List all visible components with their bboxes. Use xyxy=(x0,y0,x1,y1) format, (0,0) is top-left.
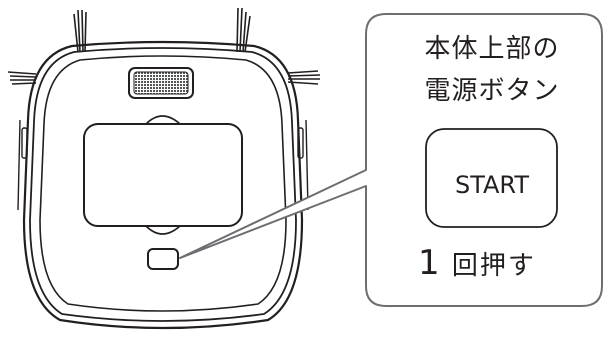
body-rim xyxy=(29,47,297,322)
side-slot-right xyxy=(297,127,304,159)
vent-grille xyxy=(133,71,189,95)
vent-frame xyxy=(128,67,194,99)
press-instruction: 1 回押す xyxy=(418,245,578,284)
side-brush-right xyxy=(287,70,321,85)
callout-title-line-2: 電源ボタン xyxy=(424,76,560,106)
bumper-right-detail xyxy=(305,119,309,211)
press-action-text: 回押す xyxy=(451,251,536,281)
callout-bubble xyxy=(179,13,603,307)
display-panel xyxy=(83,123,243,227)
side-brush-left xyxy=(7,71,37,85)
sensor-bump-top xyxy=(145,115,181,125)
bumper-left-detail xyxy=(17,119,21,211)
body-top-plate xyxy=(39,55,287,312)
callout-title-line-1: 本体上部の xyxy=(424,34,560,64)
start-button-icon xyxy=(425,128,558,228)
press-count: 1 xyxy=(418,243,442,283)
body-outer-shell xyxy=(22,40,304,330)
side-slot-left xyxy=(21,127,28,159)
start-button-label: START xyxy=(454,171,530,199)
sensor-bump-bottom xyxy=(145,225,181,235)
robot-vacuum-icon xyxy=(7,7,321,330)
power-button-icon[interactable] xyxy=(147,248,179,270)
